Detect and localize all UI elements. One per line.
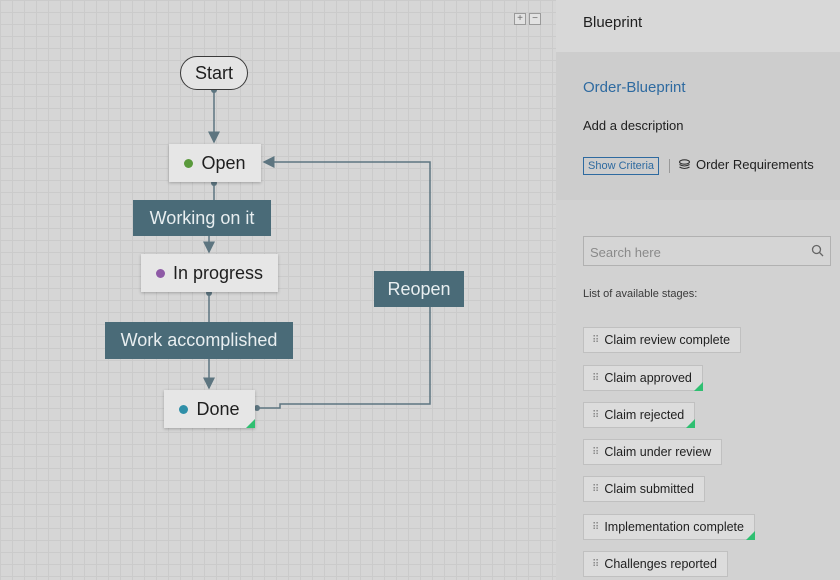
stage-item[interactable]: ⠿ Claim review complete xyxy=(583,327,742,353)
drag-handle-icon[interactable]: ⠿ xyxy=(592,372,599,384)
transition-reopen[interactable]: Reopen xyxy=(374,271,464,307)
state-done[interactable]: Done xyxy=(164,390,255,428)
stage-item[interactable]: ⠿ Challenges reported xyxy=(583,551,728,577)
state-label: Open xyxy=(201,152,246,173)
drag-handle-icon[interactable]: ⠿ xyxy=(592,446,599,458)
state-label: Done xyxy=(196,398,240,419)
stage-item[interactable]: ⠿ Claim submitted xyxy=(583,476,705,502)
flag-corner-icon xyxy=(246,419,255,428)
drag-handle-icon[interactable]: ⠿ xyxy=(592,521,599,533)
transition-work-accomplished[interactable]: Work accomplished xyxy=(105,322,293,359)
transition-label: Work accomplished xyxy=(120,330,278,350)
blueprint-name[interactable]: Order-Blueprint xyxy=(583,79,686,96)
stage-item[interactable]: ⠿ Implementation complete xyxy=(583,514,755,540)
order-requirements-label: Order Requirements xyxy=(696,157,814,172)
status-dot xyxy=(155,268,165,278)
blueprint-sidebar: Blueprint Order-Blueprint Add a descript… xyxy=(556,0,840,580)
transition-label: Reopen xyxy=(387,278,451,299)
drag-handle-icon[interactable]: ⠿ xyxy=(592,409,599,421)
stage-label: Claim review complete xyxy=(604,333,731,347)
stage-label: Challenges reported xyxy=(604,557,717,571)
flag-corner-icon xyxy=(745,531,755,540)
drag-handle-icon[interactable]: ⠿ xyxy=(592,483,599,495)
stage-item[interactable]: ⠿ Claim approved xyxy=(583,365,703,391)
plus-icon: + xyxy=(517,13,523,24)
layers-icon xyxy=(678,159,691,170)
sidebar-header: Blueprint xyxy=(556,0,840,52)
status-dot xyxy=(179,404,189,414)
transition-working-on-it[interactable]: Working on it xyxy=(133,200,271,236)
connector-lines xyxy=(203,87,431,411)
search-icon[interactable] xyxy=(811,244,824,257)
stage-label: Claim approved xyxy=(604,371,692,385)
drag-handle-icon[interactable]: ⠿ xyxy=(592,334,599,346)
stage-search xyxy=(583,236,831,267)
zoom-out-button[interactable]: − xyxy=(529,13,541,25)
drag-handle-icon[interactable]: ⠿ xyxy=(592,558,599,570)
flag-corner-icon xyxy=(686,419,696,428)
stage-label: Implementation complete xyxy=(604,520,744,534)
stage-label: Claim under review xyxy=(604,445,712,459)
start-label: Start xyxy=(194,62,233,83)
state-label: In progress xyxy=(172,262,264,283)
state-in-progress[interactable]: In progress xyxy=(141,254,278,292)
stage-label: Claim submitted xyxy=(604,482,694,496)
sidebar-title: Blueprint xyxy=(583,14,643,31)
stages-list-label: List of available stages: xyxy=(583,288,698,300)
search-input[interactable] xyxy=(584,237,812,267)
status-dot xyxy=(184,158,194,168)
transition-label: Working on it xyxy=(149,207,255,228)
stage-label: Claim rejected xyxy=(604,408,685,422)
divider xyxy=(669,159,670,173)
zoom-in-button[interactable]: + xyxy=(514,13,526,25)
add-description-link[interactable]: Add a description xyxy=(583,118,684,133)
minus-icon: − xyxy=(532,13,538,24)
order-requirements-link[interactable]: Order Requirements xyxy=(678,157,814,172)
stage-item[interactable]: ⠿ Claim rejected xyxy=(583,402,696,428)
state-open[interactable]: Open xyxy=(169,144,261,182)
flag-corner-icon xyxy=(693,382,703,391)
blueprint-info-panel: Order-Blueprint Add a description Show C… xyxy=(556,52,840,200)
blueprint-canvas[interactable]: + − Start Open Working on it In progress… xyxy=(0,0,556,580)
start-node[interactable]: Start xyxy=(180,56,248,90)
stage-item[interactable]: ⠿ Claim under review xyxy=(583,439,723,465)
show-criteria-button[interactable]: Show Criteria xyxy=(583,157,660,175)
